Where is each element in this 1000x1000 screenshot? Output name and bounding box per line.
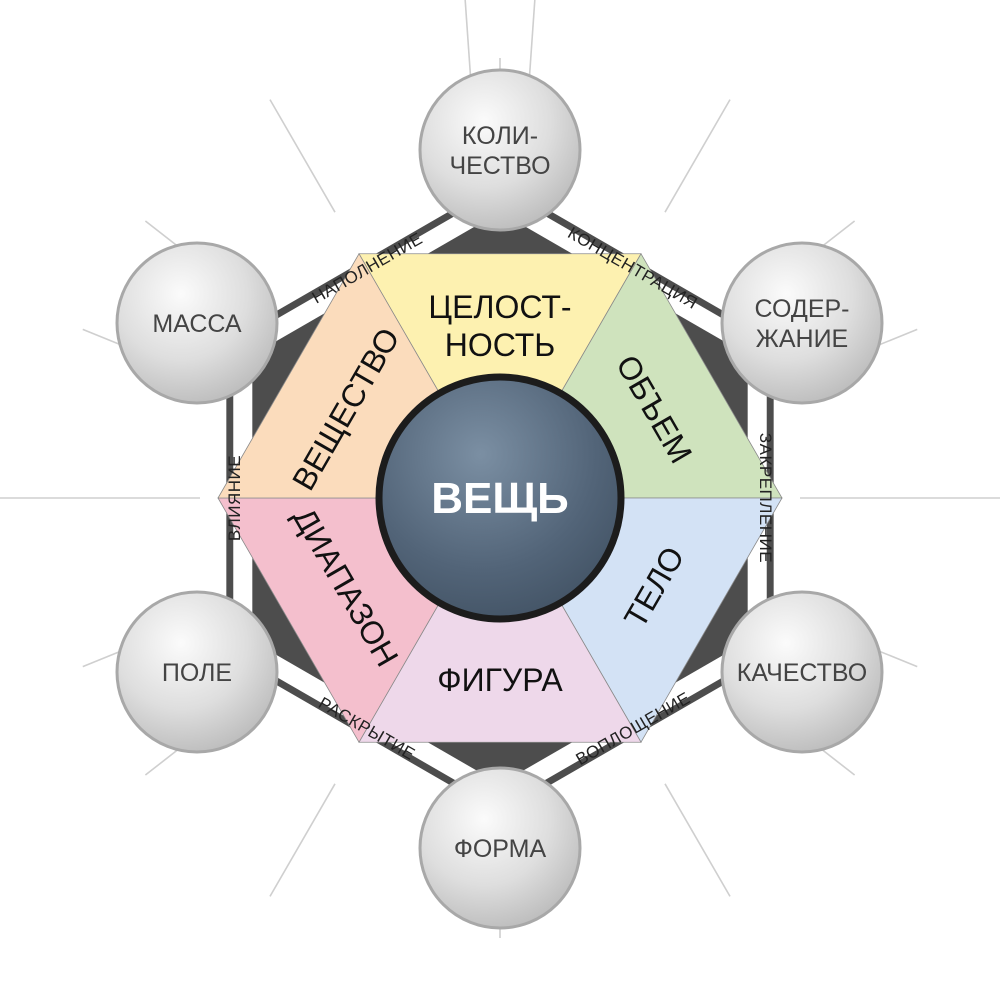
- node-sphere: [115, 241, 279, 405]
- node-label-kolichestvo: КОЛИ-ЧЕСТВО: [449, 122, 550, 180]
- node-sphere: [115, 590, 279, 754]
- node-label-soderzhanie: СОДЕР-ЖАНИЕ: [754, 295, 849, 353]
- ray-line: [664, 99, 731, 213]
- sector-label-line: ЦЕЛОСТ-: [428, 289, 571, 325]
- nodes-group: КОЛИ-ЧЕСТВО СОДЕР-ЖАНИЕ КАЧЕСТВО ФОРМА ПОЛЕ М…: [115, 68, 884, 930]
- ray-line: [269, 783, 336, 897]
- ray-line: [664, 783, 731, 897]
- sector-label-line: ФИГУРА: [437, 662, 563, 698]
- node-label-line: КОЛИ-: [462, 122, 538, 150]
- node-sphere: [418, 766, 582, 930]
- node-label-line: СОДЕР-: [754, 295, 849, 323]
- node-label-forma: ФОРМА: [454, 835, 547, 863]
- node-sphere: [720, 590, 884, 754]
- node-kachestvo: КАЧЕСТВО: [720, 590, 884, 754]
- sector-label-figura: ФИГУРА: [437, 662, 563, 698]
- node-label-line: ЧЕСТВО: [449, 152, 550, 180]
- node-label-line: МАССА: [152, 310, 242, 338]
- sector-label-line: НОСТЬ: [445, 327, 556, 363]
- edge-label-vliyanie: ВЛИЯНИЕ: [225, 455, 244, 541]
- node-sphere: [418, 68, 582, 232]
- node-label-line: ЖАНИЕ: [756, 325, 848, 353]
- center-label: ВЕЩЬ: [431, 474, 569, 523]
- node-kolichestvo: КОЛИ-ЧЕСТВО: [418, 68, 582, 232]
- sector-label-celostnost: ЦЕЛОСТ-НОСТЬ: [428, 289, 571, 363]
- edge-label-zakreplenie: ЗАКРЕПЛЕНИЕ: [756, 433, 775, 563]
- node-label-pole: ПОЛЕ: [162, 659, 232, 687]
- node-pole: ПОЛЕ: [115, 590, 279, 754]
- node-label-line: КАЧЕСТВО: [737, 659, 867, 687]
- ray-line: [269, 99, 336, 213]
- node-soderzhanie: СОДЕР-ЖАНИЕ: [720, 241, 884, 405]
- node-massa: МАССА: [115, 241, 279, 405]
- node-label-massa: МАССА: [152, 310, 242, 338]
- center-group: ВЕЩЬ: [375, 373, 625, 623]
- node-label-line: ФОРМА: [454, 835, 547, 863]
- node-sphere: [720, 241, 884, 405]
- node-forma: ФОРМА: [418, 766, 582, 930]
- center-circle: [375, 373, 625, 623]
- node-label-kachestvo: КАЧЕСТВО: [737, 659, 867, 687]
- node-label-line: ПОЛЕ: [162, 659, 232, 687]
